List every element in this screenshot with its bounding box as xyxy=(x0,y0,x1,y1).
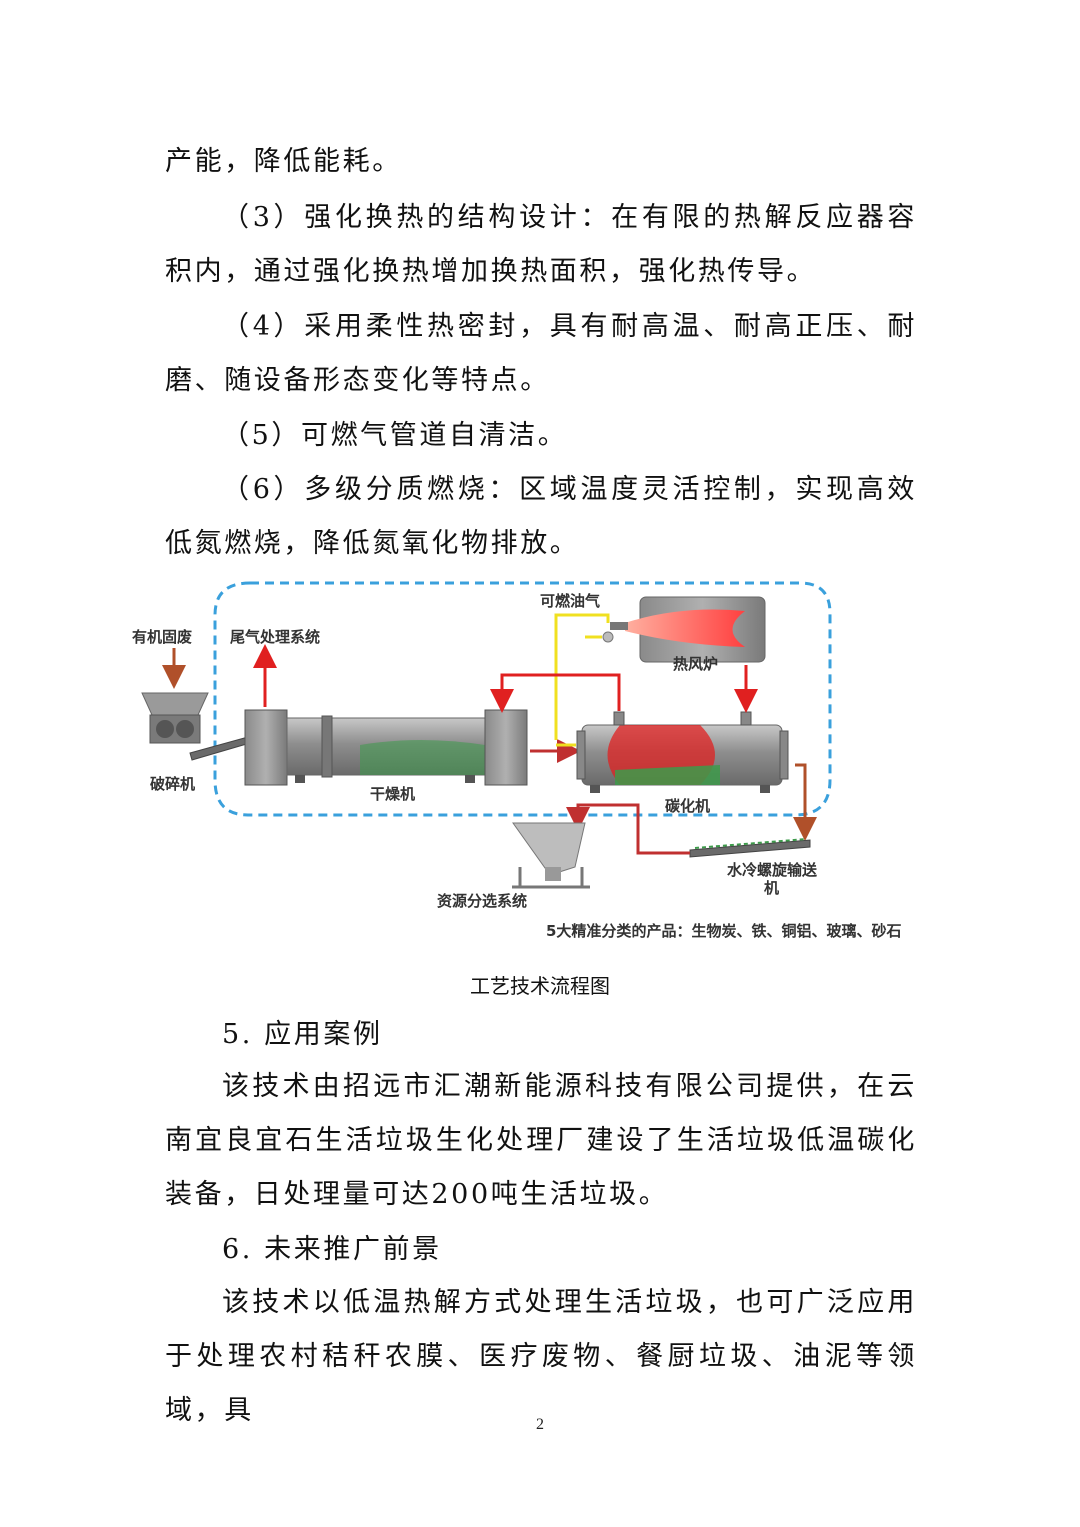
sorting-system-icon xyxy=(512,822,590,889)
label-crusher: 破碎机 xyxy=(150,775,195,793)
dryer-icon xyxy=(244,709,528,786)
label-screw-conveyor-1: 水冷螺旋输送 xyxy=(727,861,818,879)
paragraph-item-3: （3）强化换热的结构设计：在有限的热解反应器容积内，通过强化换热增加换热面积，强… xyxy=(165,202,917,287)
section-5-body: 该技术由招远市汇潮新能源科技有限公司提供，在云南宜良宜石生活垃圾生化处理厂建设了… xyxy=(165,1071,917,1210)
paragraph-energy: 产能，降低能耗。 xyxy=(165,146,402,177)
label-sorting-system: 资源分选系统 xyxy=(437,892,527,910)
label-products: 5大精准分类的产品：生物炭、铁、铜铝、玻璃、砂石 xyxy=(546,922,901,940)
label-exhaust: 尾气处理系统 xyxy=(230,628,320,646)
label-dryer: 干燥机 xyxy=(370,785,415,803)
section-5-heading: 5. 应用案例 xyxy=(222,1019,383,1050)
label-hot-air-furnace: 热风炉 xyxy=(673,655,718,673)
figure-caption: 工艺技术流程图 xyxy=(470,974,610,998)
crusher-icon xyxy=(141,692,209,744)
label-carbonizer: 碳化机 xyxy=(665,797,710,815)
paragraph-item-6: （6）多级分质燃烧：区域温度灵活控制，实现高效低氮燃烧，降低氮氧化物排放。 xyxy=(165,474,917,559)
process-flow-diagram: 有机固废 破碎机 干燥机 尾气处理系统 xyxy=(132,581,901,940)
label-screw-conveyor-2: 机 xyxy=(764,879,779,897)
screw-conveyor-icon xyxy=(689,838,811,858)
section-6-heading: 6. 未来推广前景 xyxy=(222,1234,442,1265)
paragraph-item-5: （5）可燃气管道自清洁。 xyxy=(222,420,568,451)
label-organic-waste: 有机固废 xyxy=(132,628,192,646)
page-number: 2 xyxy=(536,1416,544,1433)
carbonizer-icon xyxy=(576,711,789,793)
section-6-body: 该技术以低温热解方式处理生活垃圾，也可广泛应用于处理农村秸秆农膜、医疗废物、餐厨… xyxy=(165,1287,917,1426)
paragraph-item-4: （4）采用柔性热密封，具有耐高温、耐高正压、耐磨、随设备形态变化等特点。 xyxy=(165,311,917,396)
label-combustible-gas: 可燃油气 xyxy=(540,592,600,610)
hot-air-furnace-icon xyxy=(602,596,766,663)
